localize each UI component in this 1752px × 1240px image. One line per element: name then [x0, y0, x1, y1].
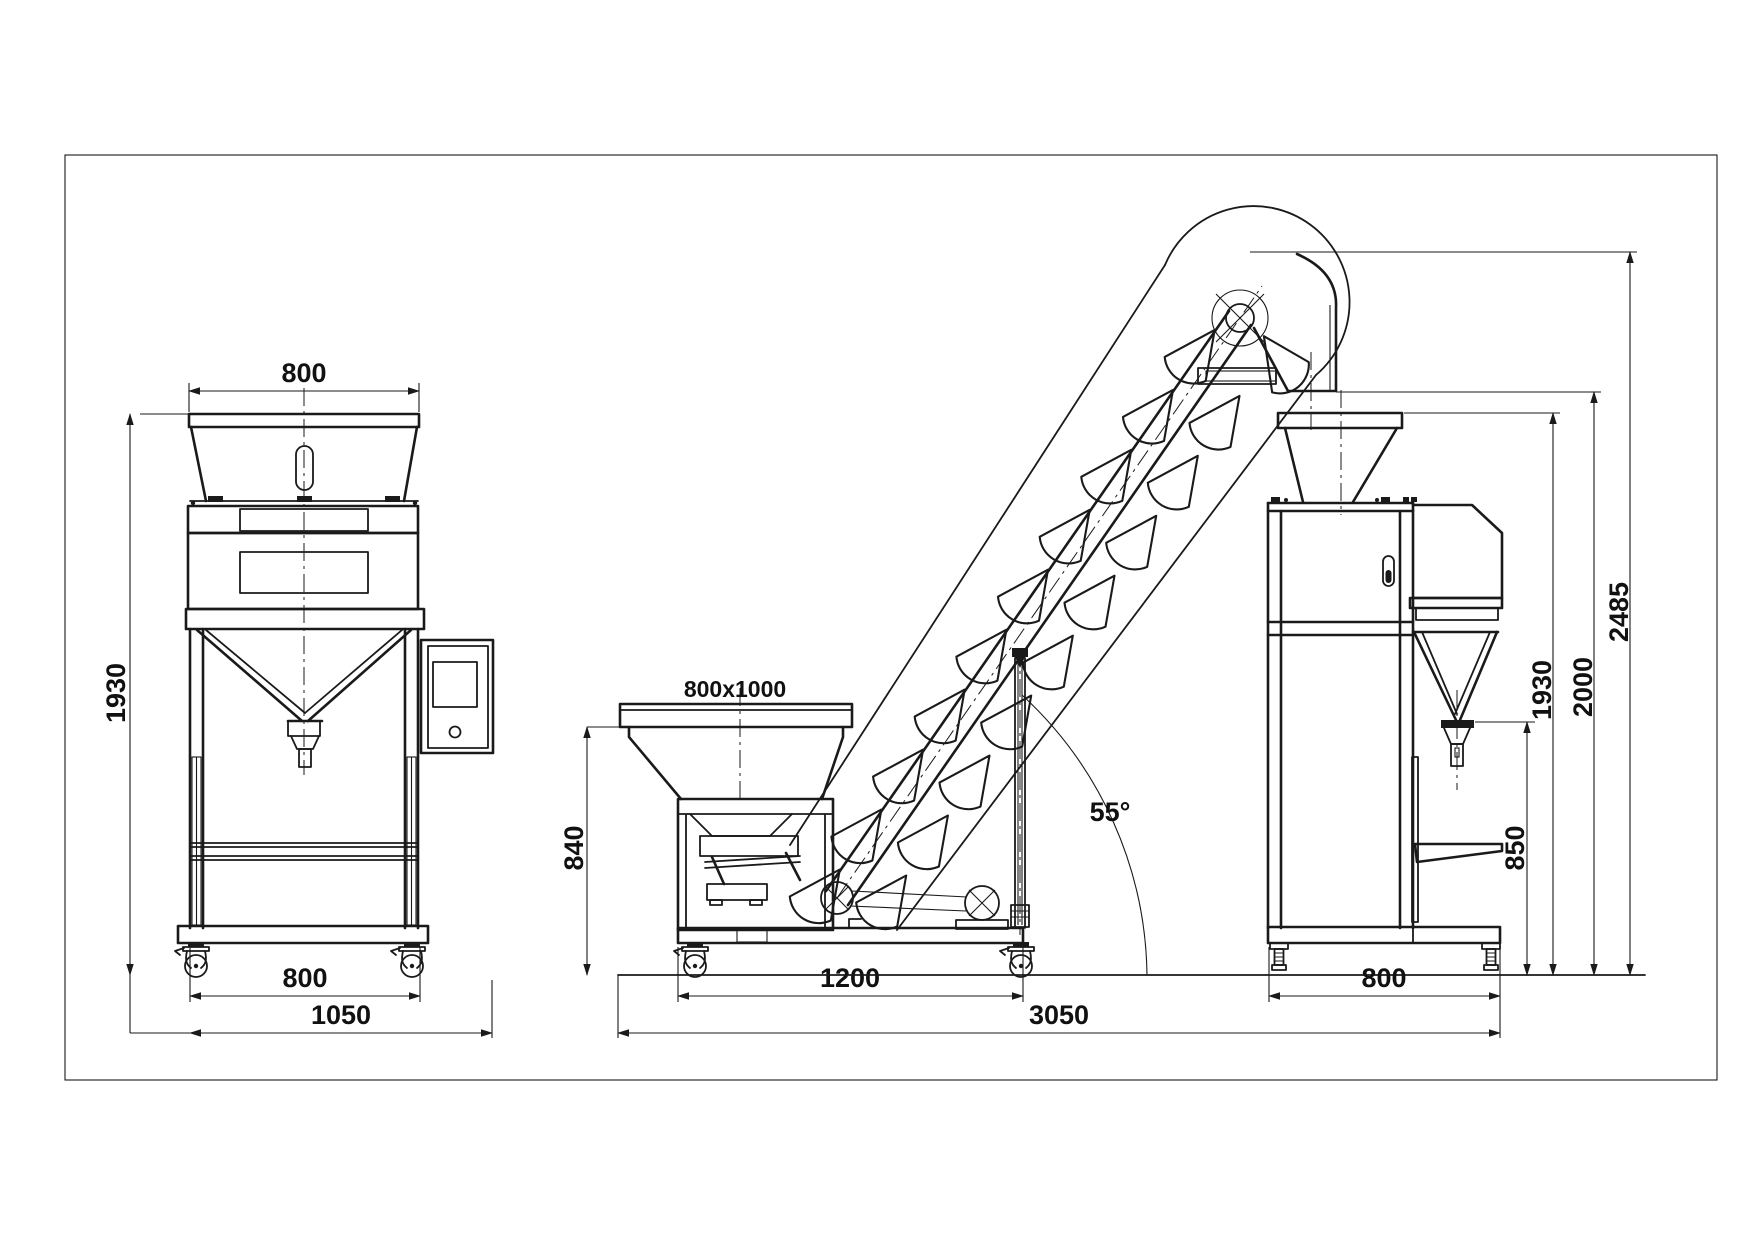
- dim-front-hopper-width: 800: [188, 358, 420, 412]
- tension-rod: [1010, 648, 1030, 935]
- dim-side-height: 1930: [1404, 412, 1560, 976]
- caster-wheel: [999, 941, 1035, 978]
- dim-front-height: 1930: [101, 413, 190, 1033]
- dim-label: 800x1000: [684, 676, 786, 702]
- machine-foot: [1269, 942, 1289, 971]
- bucket-elevator: 55°: [788, 205, 1351, 976]
- discharge-spout: [298, 748, 312, 768]
- dim-label: 800: [281, 358, 326, 388]
- dim-discharge-height: 850: [1475, 721, 1535, 976]
- control-panel: [419, 638, 495, 755]
- dim-label: 1050: [311, 1000, 371, 1030]
- dim-feed-hopper-size: 800x1000: [684, 676, 786, 702]
- dim-label: 3050: [1029, 1000, 1089, 1030]
- dim-label: 840: [559, 825, 589, 870]
- side-view-weigher: [1266, 352, 1504, 971]
- dim-incline-angle: 55°: [1021, 694, 1148, 976]
- dim-feed-hopper-height: 840: [559, 726, 620, 976]
- head-pulley: [1211, 289, 1269, 347]
- caster-wheel: [174, 941, 210, 978]
- feed-unit-view: [618, 688, 1035, 978]
- drive-motor: [849, 885, 1009, 930]
- dim-label: 2000: [1568, 657, 1598, 717]
- dim-label: 2485: [1604, 582, 1634, 642]
- dim-front-overall-width: 1050: [130, 980, 493, 1038]
- touch-screen: [432, 661, 478, 708]
- discharge-chute: [1252, 252, 1338, 393]
- dim-front-base-width: 800: [189, 947, 421, 1002]
- start-button: [448, 725, 462, 739]
- elevator-buckets: [788, 328, 1316, 931]
- top-panel: [239, 508, 369, 532]
- dim-label: 55°: [1090, 797, 1131, 827]
- dim-label: 800: [1361, 963, 1406, 993]
- dim-label: 1930: [101, 663, 131, 723]
- bag-support-shelf: [1413, 842, 1504, 864]
- tail-pulley: [820, 881, 854, 915]
- front-view-weigher: [174, 388, 430, 978]
- dim-side-base-width: 800: [1268, 947, 1501, 1038]
- dim-side-hopper-height: 2000: [1336, 391, 1601, 976]
- caster-wheel: [673, 941, 709, 978]
- dim-label: 1200: [820, 963, 880, 993]
- dim-conveyor-height: 2485: [1250, 251, 1637, 976]
- dim-label: 850: [1500, 825, 1530, 870]
- dim-overall-length: 3050: [617, 975, 1501, 1038]
- machine-foot: [1481, 942, 1501, 971]
- sheet-border: [64, 154, 1718, 1081]
- door-handle: [1382, 555, 1395, 587]
- dim-label: 800: [282, 963, 327, 993]
- dim-label: 1930: [1527, 660, 1557, 720]
